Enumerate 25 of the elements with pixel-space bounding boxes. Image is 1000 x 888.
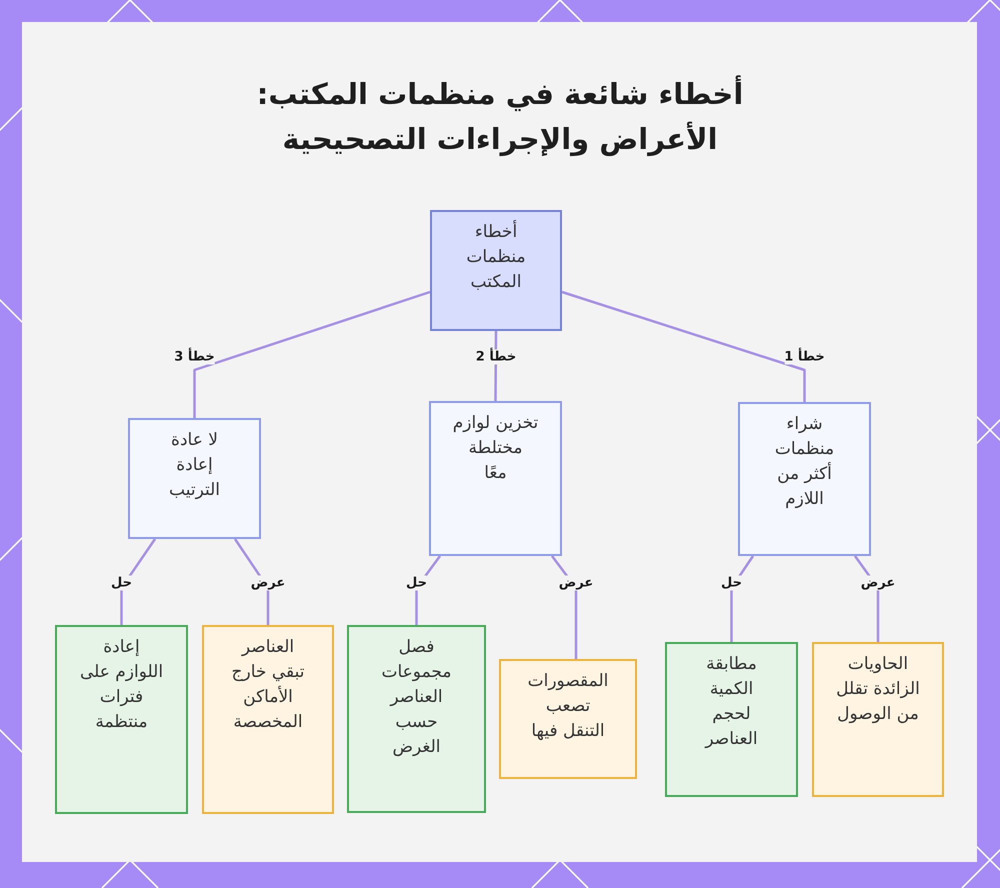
edge-label: حل xyxy=(721,576,742,590)
title: أخطاء شائعة في منظمات المكتب: الأعراض والإجراءات التصحيحية xyxy=(256,74,744,158)
edge-label: خطأ 1 xyxy=(784,350,825,364)
connector xyxy=(562,290,806,402)
edge-label: خطأ 3 xyxy=(174,350,215,364)
edge-label: عرض xyxy=(250,576,286,590)
problem-box: شراء منظمات أكثر من اللازم xyxy=(738,402,871,556)
connector xyxy=(415,555,441,625)
symptom-box: الحاويات الزائدة تقلل من الوصول xyxy=(812,642,944,797)
edge-label: حل xyxy=(406,576,427,590)
edge-label: حل xyxy=(111,576,132,590)
edge-label: خطأ 2 xyxy=(476,350,516,364)
solution-box: إعادة اللوازم على فترات منتظمة xyxy=(55,625,188,814)
problem-box: تخزين لوازم مختلطة معًا xyxy=(429,401,562,556)
connector xyxy=(730,555,754,642)
connector xyxy=(120,538,156,625)
edge-label: عرض xyxy=(558,576,594,590)
solution-box: مطابقة الكمية لحجم العناصر xyxy=(665,642,798,797)
edge-label: عرض xyxy=(860,576,896,590)
problem-box: لا عادة إعادة الترتيب xyxy=(128,418,261,539)
solution-box: فصل مجموعات العناصر حسب الغرض xyxy=(347,625,486,813)
symptom-box: العناصر تبقي خارج الأماكن المخصصة xyxy=(202,625,334,814)
connector xyxy=(193,290,430,418)
symptom-box: المقصورات تصعب التنقل فيها xyxy=(499,659,637,779)
topic-box: أخطاء منظمات المكتب xyxy=(430,210,562,331)
